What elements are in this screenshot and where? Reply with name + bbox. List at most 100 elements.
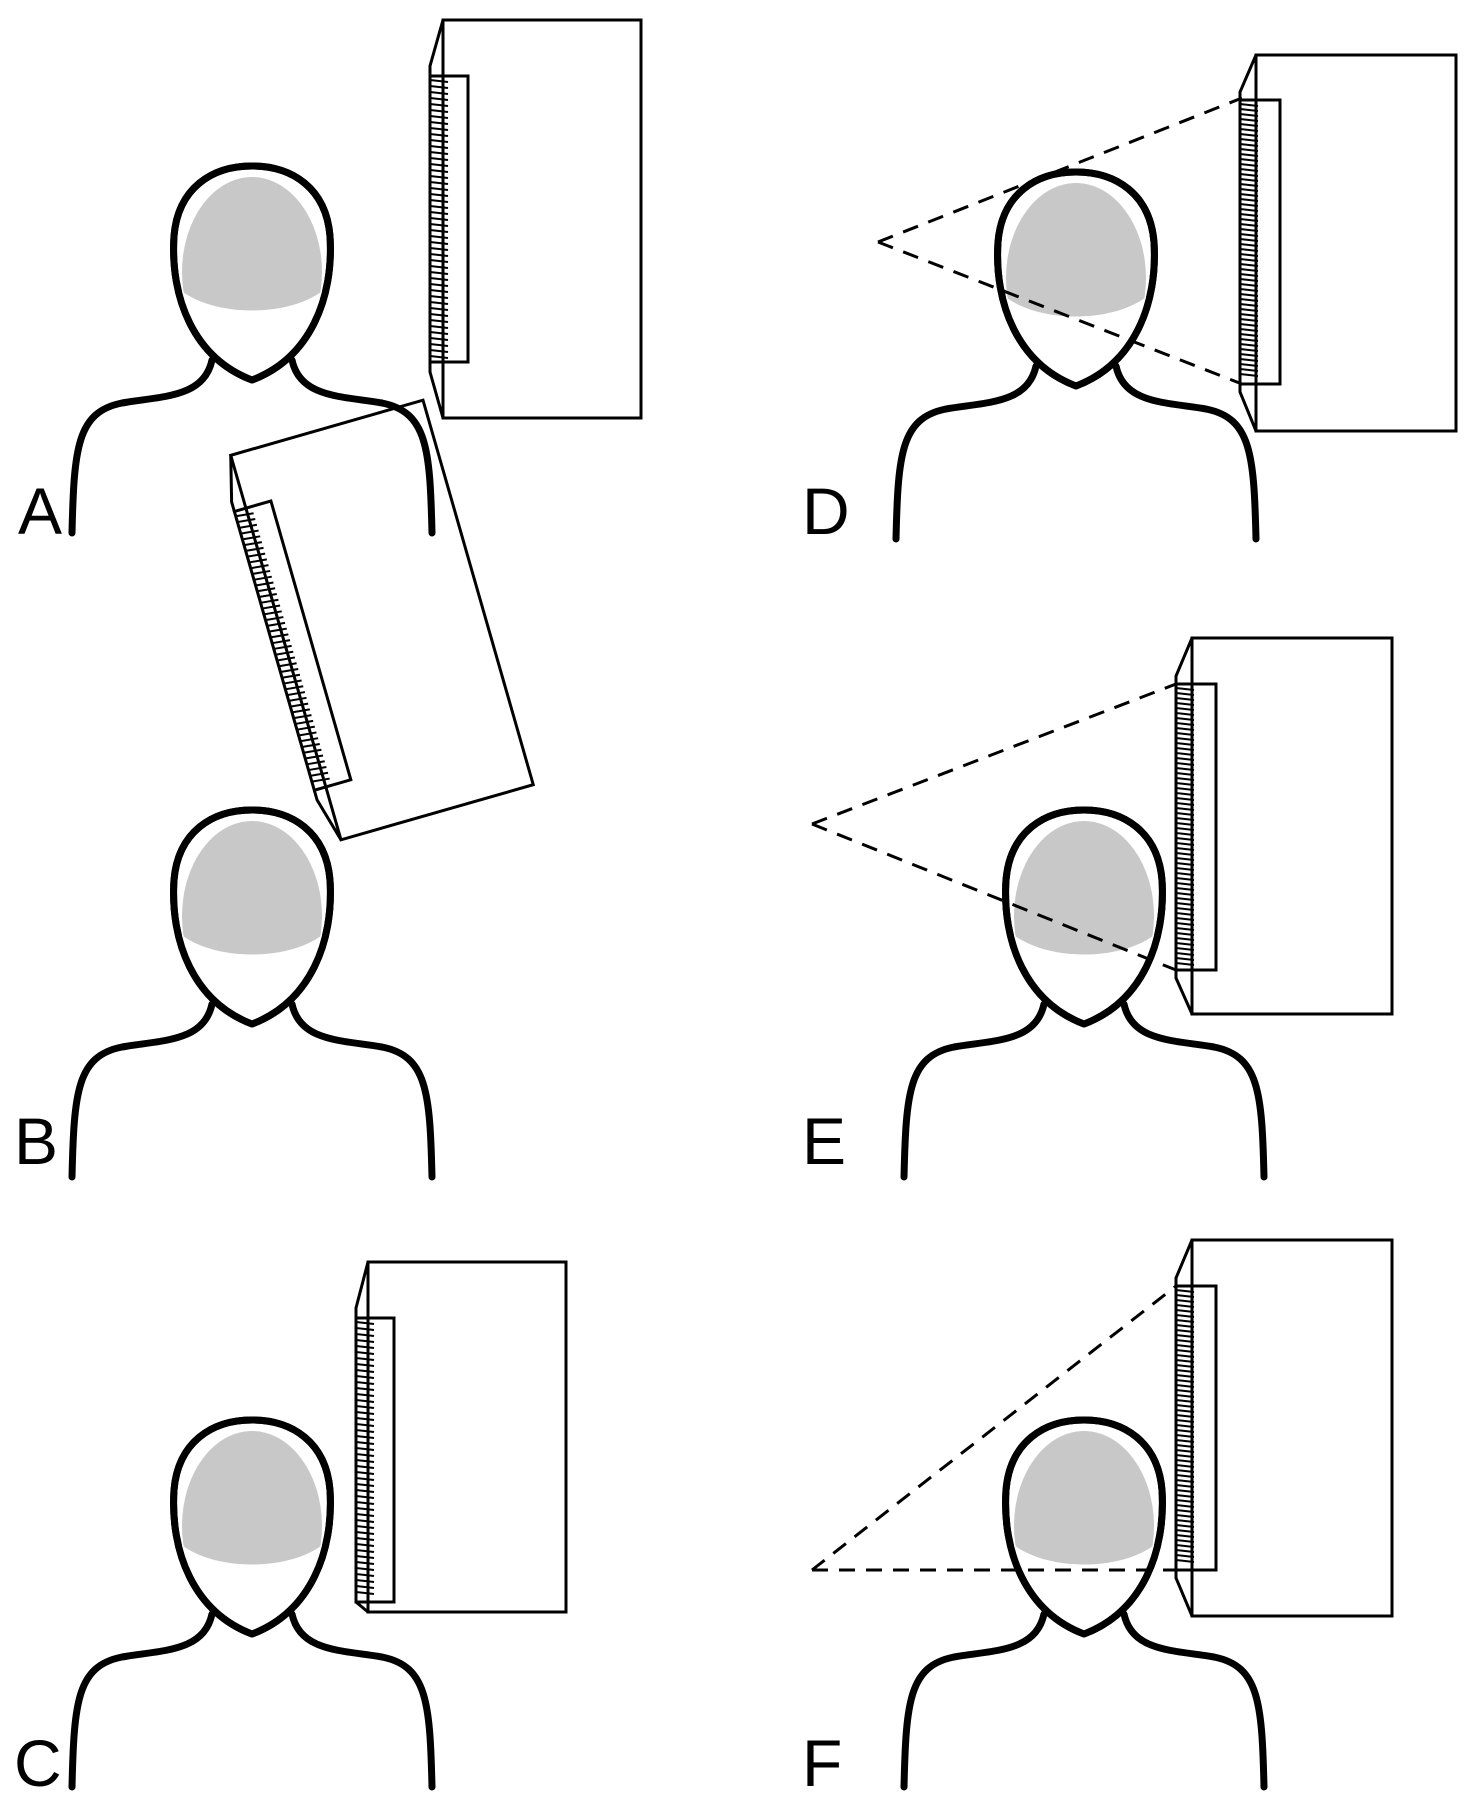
- grid-line: [1175, 792, 1195, 796]
- grid-line: [1239, 278, 1259, 282]
- x-ray-beam: [877, 96, 1243, 386]
- grid-line: [355, 1465, 375, 1469]
- grid-line: [1175, 1549, 1195, 1553]
- grid-line: [1239, 203, 1259, 207]
- grid-line: [1175, 737, 1195, 741]
- grid-line: [1175, 742, 1195, 746]
- grid-line: [429, 295, 449, 299]
- grid-line: [429, 355, 449, 359]
- grid-line: [281, 673, 301, 679]
- grid-line: [1175, 1379, 1195, 1383]
- grid-line: [355, 1555, 375, 1559]
- grid-line: [355, 1573, 375, 1577]
- grid-line: [355, 1579, 375, 1583]
- grid-line: [429, 271, 449, 275]
- grid-line: [1175, 1429, 1195, 1433]
- grid-line: [1175, 932, 1195, 936]
- grid-line: [429, 121, 449, 125]
- grid-line: [1175, 1464, 1195, 1468]
- grid-line: [1175, 1384, 1195, 1388]
- grid-line: [1175, 907, 1195, 911]
- grid-line: [355, 1387, 375, 1391]
- grid-line: [1175, 1359, 1195, 1363]
- grid-line: [311, 777, 330, 783]
- grid-line: [355, 1549, 375, 1553]
- grid-line: [355, 1321, 375, 1325]
- grid-line: [1175, 802, 1195, 806]
- grid-line: [306, 760, 325, 766]
- grid-line: [278, 662, 297, 668]
- grid-line: [1239, 108, 1259, 112]
- detector-cassette: [1174, 1238, 1394, 1618]
- panel-label-f: F: [802, 1726, 842, 1800]
- grid-hatching: [429, 79, 449, 359]
- grid-line: [429, 97, 449, 101]
- grid-line: [429, 259, 449, 263]
- grid-line: [1239, 263, 1259, 267]
- grid-line: [288, 696, 307, 702]
- grid-line: [1175, 1514, 1195, 1518]
- grid-line: [429, 223, 449, 227]
- grid-line: [301, 742, 320, 748]
- grid-line: [355, 1513, 375, 1517]
- grid-line: [1175, 912, 1195, 916]
- grid-line: [1175, 1354, 1195, 1358]
- grid-line: [1239, 193, 1259, 197]
- grid-line: [245, 546, 264, 552]
- grid-line: [429, 181, 449, 185]
- grid-line: [1175, 847, 1195, 851]
- grid-line: [429, 289, 449, 293]
- grid-line: [1175, 1559, 1195, 1563]
- grid-line: [429, 301, 449, 305]
- grid-line: [1175, 897, 1195, 901]
- grid-line: [1175, 1319, 1195, 1323]
- grid-line: [429, 241, 449, 245]
- panel-label-a: A: [18, 474, 62, 548]
- grid-line: [1175, 1409, 1195, 1413]
- grid-line: [1175, 732, 1195, 736]
- grid-line: [355, 1327, 375, 1331]
- grid-line: [429, 151, 449, 155]
- grid-line: [1175, 832, 1195, 836]
- grid-line: [429, 175, 449, 179]
- panel-d: D: [802, 53, 1458, 548]
- patient-figure: [896, 172, 1256, 539]
- grid-hatching: [1175, 687, 1195, 966]
- grid-line: [290, 702, 309, 708]
- grid-line: [1239, 228, 1259, 232]
- grid-line: [1175, 1544, 1195, 1548]
- grid-line: [355, 1459, 375, 1463]
- grid-line: [1175, 1459, 1195, 1463]
- grid-line: [1175, 1494, 1195, 1498]
- grid-line: [355, 1525, 375, 1529]
- grid-line: [1239, 273, 1259, 277]
- grid-line: [1175, 707, 1195, 711]
- grid-line: [1175, 887, 1195, 891]
- grid-line: [1239, 373, 1259, 377]
- grid-line: [429, 325, 449, 329]
- grid-hatching: [1239, 103, 1259, 377]
- grid-line: [429, 103, 449, 107]
- grid-line: [355, 1591, 375, 1595]
- panel-b: B: [14, 398, 536, 1178]
- grid-line: [305, 754, 324, 760]
- grid-line: [1175, 1474, 1195, 1478]
- grid-line: [1175, 917, 1195, 921]
- grid-line: [1175, 1504, 1195, 1508]
- grid-line: [355, 1477, 375, 1481]
- grid-line: [1239, 348, 1259, 352]
- grid-line: [1175, 1439, 1195, 1443]
- grid-line: [429, 199, 449, 203]
- grid-line: [1175, 702, 1195, 706]
- grid-line: [355, 1357, 375, 1361]
- grid-line: [429, 349, 449, 353]
- grid-line: [429, 133, 449, 137]
- grid-line: [355, 1441, 375, 1445]
- grid-line: [429, 205, 449, 209]
- grid-line: [1175, 812, 1195, 816]
- grid-line: [429, 115, 449, 119]
- grid-line: [1175, 717, 1195, 721]
- grid-line: [1175, 762, 1195, 766]
- grid-line: [429, 127, 449, 131]
- grid-line: [283, 679, 302, 685]
